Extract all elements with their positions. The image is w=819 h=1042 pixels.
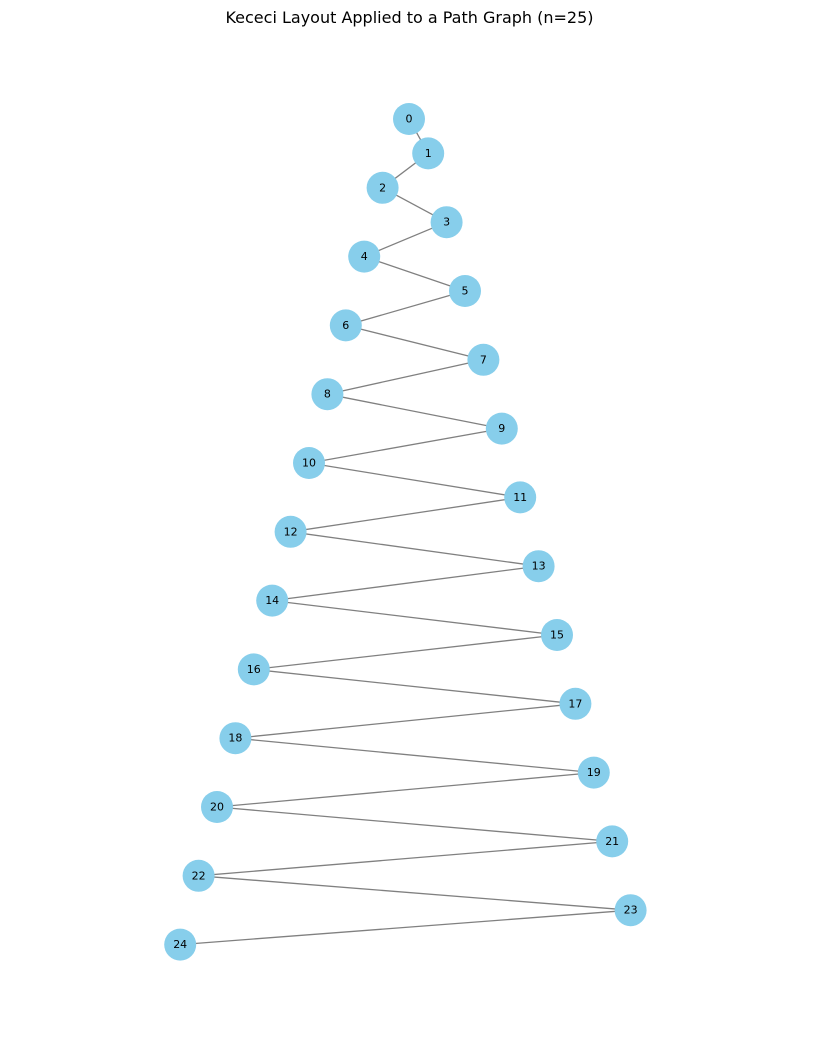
node-circle: [467, 343, 500, 376]
node-11: 11: [504, 481, 537, 514]
node-label: 8: [324, 388, 331, 401]
node-7: 7: [467, 343, 500, 376]
node-circle: [311, 378, 344, 411]
node-1: 1: [412, 137, 445, 170]
node-label: 4: [361, 250, 368, 263]
node-circle: [219, 722, 252, 755]
node-circle: [237, 653, 270, 686]
edge-23-24: [180, 909, 631, 946]
node-circle: [348, 240, 381, 273]
node-10: 10: [293, 447, 325, 479]
node-circle: [293, 447, 325, 479]
node-circle: [559, 687, 592, 720]
node-22: 22: [182, 859, 215, 892]
edge-20-21: [216, 806, 613, 843]
node-15: 15: [541, 619, 573, 651]
node-circle: [164, 928, 197, 961]
node-circle: [329, 309, 362, 342]
node-label: 10: [302, 457, 316, 470]
node-24: 24: [164, 928, 197, 961]
edge-12-13: [290, 531, 539, 567]
node-label: 0: [406, 113, 413, 126]
node-20: 20: [201, 791, 233, 823]
node-label: 17: [568, 697, 582, 710]
node-13: 13: [522, 550, 555, 583]
node-23: 23: [614, 894, 647, 927]
node-3: 3: [430, 206, 463, 239]
node-circle: [412, 137, 445, 170]
node-label: 9: [498, 422, 505, 435]
node-label: 21: [605, 835, 619, 848]
node-label: 1: [425, 147, 432, 160]
edge-17-18: [235, 703, 576, 739]
node-5: 5: [449, 275, 481, 307]
edge-18-19: [235, 737, 594, 774]
node-label: 3: [443, 216, 450, 229]
node-0: 0: [393, 103, 425, 135]
node-circle: [393, 103, 425, 135]
node-label: 7: [480, 353, 487, 366]
edge-6-7: [345, 324, 484, 361]
node-label: 14: [265, 594, 279, 607]
node-label: 24: [173, 938, 187, 951]
node-circle: [541, 619, 573, 651]
node-label: 23: [624, 904, 638, 917]
edge-4-5: [363, 255, 466, 292]
node-9: 9: [485, 412, 518, 445]
edge-19-20: [216, 771, 594, 808]
node-circle: [614, 894, 647, 927]
node-2: 2: [366, 171, 399, 204]
node-circle: [577, 756, 610, 789]
node-17: 17: [559, 687, 592, 720]
node-14: 14: [256, 584, 289, 617]
node-18: 18: [219, 722, 252, 755]
edge-9-10: [308, 427, 502, 464]
node-circle: [504, 481, 537, 514]
node-label: 20: [210, 801, 224, 814]
edge-10-11: [308, 462, 521, 499]
node-circle: [485, 412, 518, 445]
edge-21-22: [198, 840, 613, 877]
node-label: 18: [228, 732, 242, 745]
node-circle: [274, 515, 307, 548]
node-12: 12: [274, 515, 307, 548]
node-6: 6: [329, 309, 362, 342]
node-label: 12: [284, 525, 298, 538]
edge-22-23: [198, 875, 631, 911]
node-circle: [366, 171, 399, 204]
edge-15-16: [253, 634, 558, 671]
node-circle: [182, 859, 215, 892]
edges-layer: [180, 118, 631, 946]
node-19: 19: [577, 756, 610, 789]
edge-8-9: [327, 393, 502, 430]
edge-7-8: [327, 359, 484, 395]
node-circle: [522, 550, 555, 583]
node-16: 16: [237, 653, 270, 686]
edge-16-17: [253, 668, 576, 705]
node-label: 2: [379, 181, 386, 194]
node-label: 5: [462, 285, 469, 298]
node-circle: [430, 206, 463, 239]
node-label: 19: [587, 766, 601, 779]
edge-11-12: [290, 496, 521, 533]
node-circle: [449, 275, 481, 307]
node-label: 22: [192, 869, 206, 882]
edge-13-14: [272, 565, 539, 602]
node-circle: [596, 825, 629, 858]
edge-14-15: [272, 599, 558, 636]
node-circle: [256, 584, 289, 617]
node-label: 6: [342, 319, 349, 332]
node-8: 8: [311, 378, 344, 411]
node-label: 13: [532, 560, 546, 573]
node-label: 16: [247, 663, 261, 676]
edge-5-6: [345, 290, 466, 327]
node-label: 11: [513, 491, 527, 504]
node-4: 4: [348, 240, 381, 273]
node-circle: [201, 791, 233, 823]
node-21: 21: [596, 825, 629, 858]
figure-title: Kececi Layout Applied to a Path Graph (n…: [225, 8, 594, 27]
node-label: 15: [550, 629, 564, 642]
